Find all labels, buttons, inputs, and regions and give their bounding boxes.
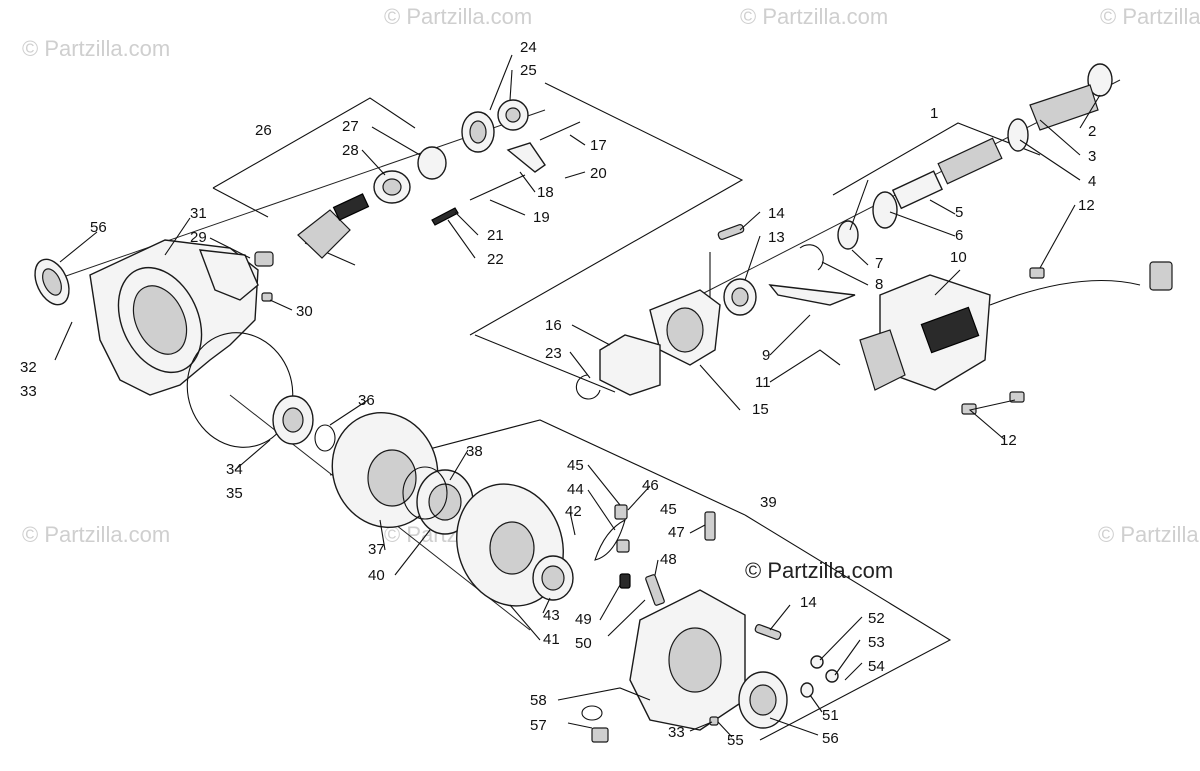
callout-34: 34 — [226, 461, 243, 478]
ring-gear — [272, 395, 474, 535]
callout-26: 26 — [255, 122, 272, 139]
watermark: © Partzilla.com — [22, 522, 170, 547]
callout-36: 36 — [358, 392, 375, 409]
callout-11: 11 — [755, 374, 771, 391]
callout-28: 28 — [342, 142, 359, 159]
callout-17: 17 — [590, 137, 607, 154]
callout-2: 2 — [1088, 123, 1096, 140]
callout-13: 13 — [768, 229, 785, 246]
small-parts — [594, 504, 716, 606]
callout-38: 38 — [466, 443, 483, 460]
callout-44: 44 — [567, 481, 584, 498]
callout-33-left: 33 — [20, 383, 37, 400]
watermark: © Partzilla.com — [384, 4, 532, 29]
callout-39: 39 — [760, 494, 777, 511]
callout-12-bottom: 12 — [1000, 432, 1017, 449]
callout-18: 18 — [537, 184, 554, 201]
leader-lines — [54, 54, 1101, 738]
callout-41: 41 — [543, 631, 560, 648]
callout-20: 20 — [590, 165, 607, 182]
end-cover — [581, 589, 839, 743]
callout-3: 3 — [1088, 148, 1096, 165]
callout-55: 55 — [727, 732, 744, 749]
callout-27: 27 — [342, 118, 359, 135]
callout-50: 50 — [575, 635, 592, 652]
callout-23: 23 — [545, 345, 562, 362]
pinion-assembly — [254, 99, 581, 302]
watermark: © Partzilla.com — [1098, 522, 1200, 547]
callout-47: 47 — [668, 524, 685, 541]
callout-4: 4 — [1088, 173, 1096, 190]
callout-10: 10 — [950, 249, 967, 266]
watermark-main: © Partzilla.com — [745, 558, 893, 583]
callout-numbers: 1 2 3 4 5 6 7 8 9 10 11 12 12 13 14 14 1… — [20, 39, 1096, 749]
callout-46: 46 — [642, 477, 659, 494]
callout-31: 31 — [190, 205, 207, 222]
callout-14-top: 14 — [768, 205, 785, 222]
o-ring — [186, 332, 294, 448]
callout-51: 51 — [822, 707, 839, 724]
callout-12-top: 12 — [1078, 197, 1095, 214]
seal-left — [34, 258, 70, 306]
callout-42: 42 — [565, 503, 582, 520]
callout-24: 24 — [520, 39, 537, 56]
watermark: © Partzilla.com — [22, 36, 170, 61]
callout-15: 15 — [752, 401, 769, 418]
callout-9: 9 — [762, 347, 770, 364]
callout-25: 25 — [520, 62, 537, 79]
callout-56-left: 56 — [90, 219, 107, 236]
callout-33-bottom: 33 — [668, 724, 685, 741]
callout-16: 16 — [545, 317, 562, 334]
watermark: © Partzilla.com — [1100, 4, 1200, 29]
callout-56-bottom: 56 — [822, 730, 839, 747]
callout-7: 7 — [875, 255, 883, 272]
callout-21: 21 — [487, 227, 504, 244]
callout-45-right: 45 — [660, 501, 677, 518]
callout-45-top: 45 — [567, 457, 584, 474]
callout-29: 29 — [190, 229, 207, 246]
callout-6: 6 — [955, 227, 963, 244]
callout-49: 49 — [575, 611, 592, 628]
callout-5: 5 — [955, 204, 963, 221]
callout-37: 37 — [368, 541, 385, 558]
differential-housing — [89, 239, 259, 396]
callout-19: 19 — [533, 209, 550, 226]
callout-22: 22 — [487, 251, 504, 268]
callout-53: 53 — [868, 634, 885, 651]
input-shaft — [872, 63, 1113, 229]
callout-14-bottom: 14 — [800, 594, 817, 611]
callout-57: 57 — [530, 717, 547, 734]
callout-43: 43 — [543, 607, 560, 624]
callout-1: 1 — [930, 105, 938, 122]
callout-8: 8 — [875, 276, 883, 293]
callout-52: 52 — [868, 610, 885, 627]
actuator-motor — [859, 261, 1173, 415]
watermark: © Partzilla.com — [740, 4, 888, 29]
clutch-plate — [456, 483, 574, 607]
callout-30: 30 — [296, 303, 313, 320]
callout-54: 54 — [868, 658, 885, 675]
callout-48: 48 — [660, 551, 677, 568]
shift-housing — [575, 220, 859, 400]
callout-35: 35 — [226, 485, 243, 502]
callout-32: 32 — [20, 359, 37, 376]
callout-58: 58 — [530, 692, 547, 709]
callout-40: 40 — [368, 567, 385, 584]
